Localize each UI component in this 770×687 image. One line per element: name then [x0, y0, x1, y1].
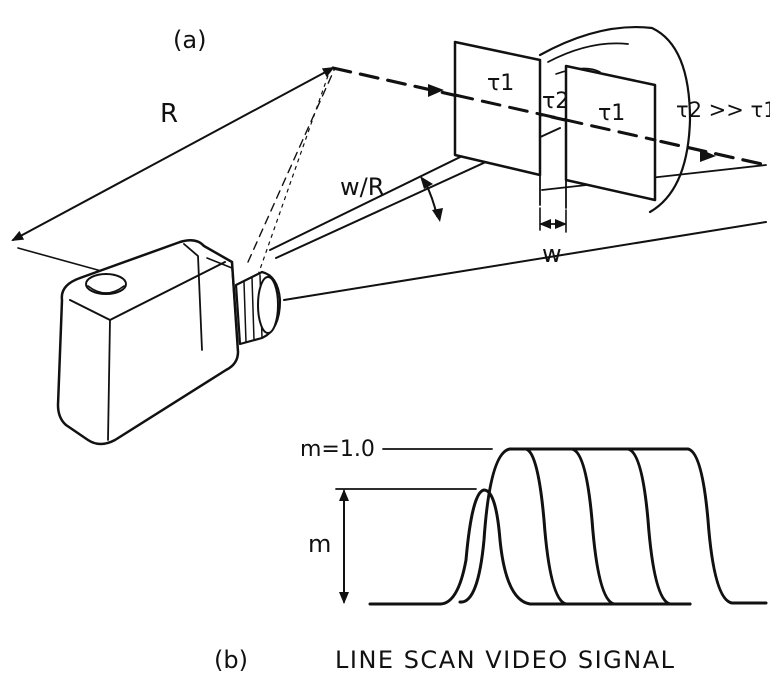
range-label: R: [160, 99, 178, 129]
signal-curve-3: [524, 447, 692, 606]
target-housing-rim: [547, 42, 629, 63]
sightline-upper: [247, 67, 336, 263]
signal-curve-2: [458, 447, 642, 606]
signal-curve-4: [570, 447, 692, 606]
tau2-label: τ2: [542, 89, 569, 114]
angle-arrow-top: [420, 176, 433, 189]
range-arrow: [11, 67, 335, 241]
signal-curve-5: [626, 447, 768, 605]
panel-a-label: (a): [173, 26, 206, 54]
plate-right: [564, 64, 657, 202]
tau-relation-label: τ2 >> τ1: [676, 98, 770, 122]
range-extension-line: [17, 247, 106, 273]
beam-line-3: [283, 221, 767, 301]
tau1-right-label: τ1: [598, 101, 625, 126]
optical-axis-over-plates: [453, 93, 657, 142]
width-label: w: [542, 240, 562, 268]
optical-axis: [331, 66, 768, 167]
axis-arrow-1: [428, 84, 444, 97]
signal-title: LINE SCAN VIDEO SIGNAL: [335, 646, 676, 674]
panel-b-label: (b): [214, 646, 248, 674]
sightline-lower: [257, 69, 331, 276]
angle-arrow-bottom: [432, 208, 443, 222]
m-full-label: m=1.0: [300, 437, 375, 462]
m-label: m: [308, 530, 331, 558]
target-housing: [538, 26, 692, 214]
signal-curve-1: [438, 488, 590, 606]
plate-left: [453, 40, 542, 177]
camera: [56, 238, 282, 446]
tau1-left-label: τ1: [487, 71, 514, 96]
angle-label: w/R: [340, 173, 384, 201]
axis-arrow-2: [700, 149, 716, 162]
